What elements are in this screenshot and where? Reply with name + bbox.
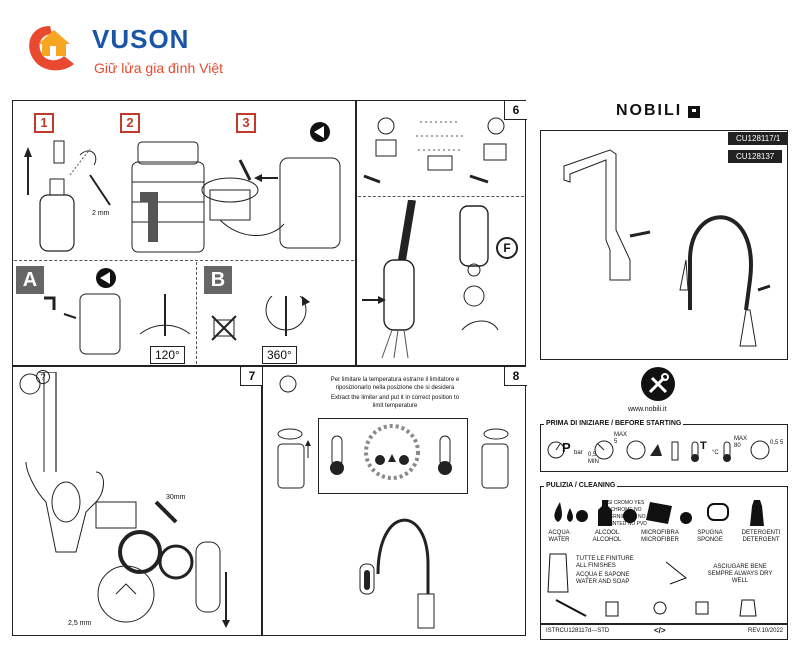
cleaning-finishes-label: TUTTE LE FINITURE ALL FINISHES xyxy=(576,556,634,569)
cleaning-detergent-label: DETERGENTI DETERGENT xyxy=(741,530,781,543)
faucet-remove-handle-illustration xyxy=(20,135,120,255)
cleaning-microfiber-label: MICROFIBRA MICROFIBER xyxy=(641,530,679,543)
before-starting-title: PRIMA DI INIZIARE / BEFORE STARTING xyxy=(544,420,684,427)
step-2-number: 2 xyxy=(120,113,140,133)
temp-max-label: MAX 80 xyxy=(734,436,748,449)
code-icon: </> xyxy=(654,626,666,635)
step-8-text-it: Per limitare la temperatura estrarre il … xyxy=(330,377,460,391)
brand-name: VUSON xyxy=(92,24,190,54)
angle-360-label: 360° xyxy=(262,346,297,364)
pressure-min-label: 0,5 MIN xyxy=(588,452,599,465)
section-b-label: B xyxy=(204,266,232,294)
limiter-360-illustration xyxy=(206,296,346,362)
step-1-number: 1 xyxy=(34,113,54,133)
panel-step-8 xyxy=(262,366,526,636)
cleaning-sponge-label: SPUGNA SPONGE xyxy=(697,530,723,543)
cartridge-illustration xyxy=(118,132,218,256)
temperature-dial-illustration xyxy=(322,422,462,488)
pressure-p-label: P xyxy=(562,440,571,455)
cleaning-alcohol-label: ALCOOL ALCOHOL xyxy=(592,530,622,543)
limiter-steps-illustration xyxy=(268,374,520,632)
section-a-label: A xyxy=(16,266,44,294)
step-1-dimension: 2 mm xyxy=(92,210,110,217)
step-6-f-label: F xyxy=(496,237,518,259)
step-7-dimension-2-5mm: 2,5 mm xyxy=(68,620,92,627)
pressure-bar-label: bar xyxy=(574,450,583,456)
nobili-logo xyxy=(620,104,700,120)
cartridge-insert-illustration xyxy=(200,120,350,260)
product-code-2: CU128137 xyxy=(728,150,783,163)
cleaning-icons xyxy=(546,496,786,620)
step-3-number: 3 xyxy=(236,113,256,133)
nobili-logo-text: NOBILI xyxy=(616,102,683,119)
revision: REV.10/2022 xyxy=(748,628,784,634)
cleaning-title: PULIZIA / CLEANING xyxy=(544,482,618,489)
cleaning-water-label: ACQUA WATER xyxy=(548,530,570,543)
doc-code: ISTRCU128117d---STD xyxy=(546,628,610,634)
temp-t-label: T xyxy=(700,440,707,452)
step-8-text-en: Extract the limiter and put it in correc… xyxy=(330,395,460,409)
spray-head-illustration xyxy=(362,200,522,360)
disassembly-illustration xyxy=(16,372,256,632)
pressure-max-label: MAX 5 xyxy=(614,432,628,445)
product-faucets-illustration xyxy=(550,140,780,354)
step-6-number: 6 xyxy=(504,101,527,120)
temp-unit-label: °C xyxy=(712,450,719,456)
pressure-gauge-icon xyxy=(546,438,786,464)
angle-120-label: 120° xyxy=(150,346,185,364)
cleaning-soap-label: ACQUA E SAPONE WATER AND SOAP xyxy=(576,572,630,585)
aerator-cleaning-illustration xyxy=(360,116,522,192)
step-8-number: 8 xyxy=(504,367,527,386)
tools-icon xyxy=(640,366,676,402)
step-7-dimension-30mm: 30mm xyxy=(166,494,186,501)
footer-bar xyxy=(540,624,788,640)
website-link[interactable]: www.nobili.it xyxy=(628,406,667,413)
cleaning-chrome-label: SI CROMO YES CHROME NO VERNICIATO NO PAI… xyxy=(605,500,647,527)
limiter-120-illustration xyxy=(40,264,196,358)
panel-steps-1-3 xyxy=(12,100,356,366)
product-code-1: CU128117/1 xyxy=(728,132,789,145)
brand-slogan: Giữ lửa gia đình Việt xyxy=(94,60,224,76)
temperature-limiter-box xyxy=(318,418,468,494)
flow-range-label: 0,5 5 xyxy=(770,440,784,446)
cleaning-dry-label: ASCIUGARE BENE SEMPRE ALWAYS DRY WELL xyxy=(707,564,773,584)
step-7-number: 7 xyxy=(240,367,263,386)
brand-logo xyxy=(20,20,90,76)
